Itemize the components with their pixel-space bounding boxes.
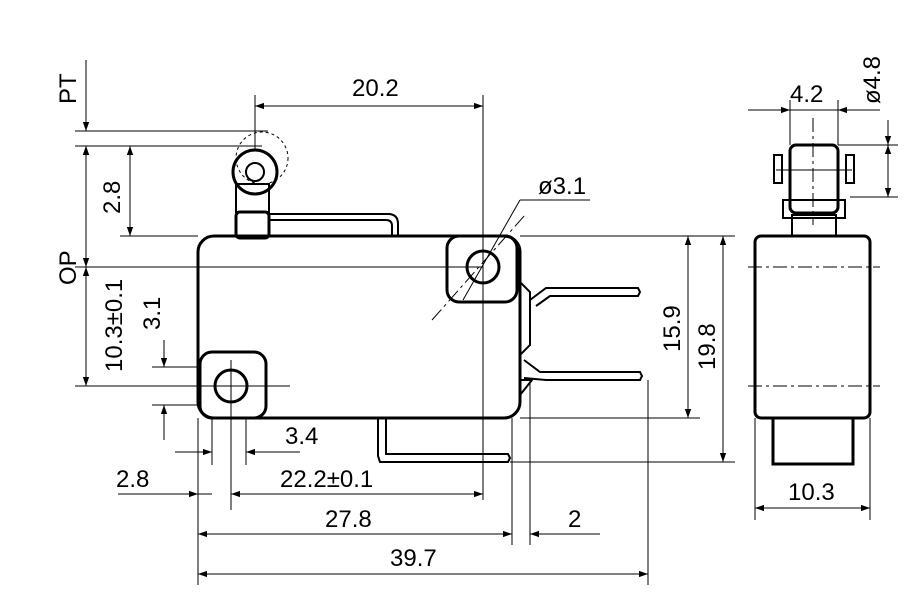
side-roller <box>788 143 840 215</box>
label-op: OP <box>55 250 82 285</box>
lower-hole-boss <box>198 350 268 420</box>
front-view <box>160 131 644 463</box>
side-body <box>753 234 872 420</box>
label-2-8-vert: 2.8 <box>99 181 126 214</box>
side-dimensions <box>748 100 898 520</box>
label-22-2: 22.2±0.1 <box>280 466 373 493</box>
label-19-8: 19.8 <box>694 323 721 370</box>
label-15-9: 15.9 <box>659 305 686 352</box>
lever-arm <box>268 213 399 236</box>
terminal-nc <box>377 418 512 463</box>
label-3-1-vert: 3.1 <box>139 297 166 330</box>
switch-body <box>196 234 522 420</box>
lever-post <box>234 210 271 240</box>
dimension-labels: 20.2 PT OP 2.8 10.3±0.1 3.1 ø3.1 15.9 19… <box>55 56 886 572</box>
label-side-diameter: ø4.8 <box>859 56 886 104</box>
label-27-8: 27.8 <box>325 506 372 533</box>
label-hole-diameter: ø3.1 <box>538 173 586 200</box>
upper-hole-boss <box>445 234 519 304</box>
label-2: 2 <box>568 506 581 533</box>
terminal-common <box>529 287 642 307</box>
label-10-3: 10.3±0.1 <box>101 279 128 372</box>
label-20-2: 20.2 <box>352 75 399 102</box>
label-2-8-horiz: 2.8 <box>116 466 149 493</box>
label-39-7: 39.7 <box>390 545 437 572</box>
side-view <box>748 118 880 466</box>
front-dimensions <box>75 60 735 585</box>
terminal-no <box>523 359 644 381</box>
label-pt: PT <box>55 73 82 104</box>
side-button <box>771 416 855 466</box>
label-3-4: 3.4 <box>285 423 318 450</box>
label-side-10-3: 10.3 <box>788 479 835 506</box>
label-4-2: 4.2 <box>790 81 823 108</box>
